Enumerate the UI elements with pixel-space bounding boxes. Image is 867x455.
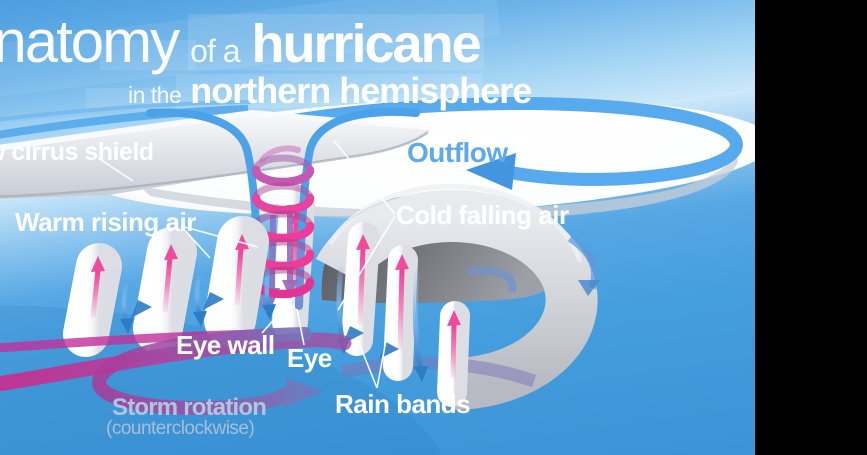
rain-bands-right — [336, 222, 470, 407]
label-rain-bands: Rain bands — [335, 389, 471, 419]
title-word-anatomy: anatomy — [0, 8, 180, 75]
label-eye: Eye — [287, 343, 332, 373]
title-word-hurricane: hurricane — [251, 14, 482, 74]
subtitle-northern-hemisphere: northern hemisphere — [190, 70, 532, 111]
label-outflow: Outflow — [407, 137, 508, 168]
storm-rotation-ribbon-right — [340, 356, 537, 388]
label-cirrus-shield: w cirrus shield — [0, 138, 154, 166]
subtitle-in-the: in the — [128, 82, 182, 108]
swirl-arrowhead — [466, 153, 516, 190]
label-storm-rotation: Storm rotation — [112, 394, 267, 421]
diagram-artwork — [0, 0, 755, 455]
label-warm-rising-air: Warm rising air — [15, 207, 196, 237]
rain-bands-left — [63, 216, 276, 357]
right-black-bar — [755, 0, 867, 455]
cirrus-shield-slab — [0, 110, 430, 199]
hurricane-diagram: anatomy of a hurricane in the northern h… — [0, 0, 755, 455]
rain-band-ring — [316, 183, 600, 410]
label-cold-falling-air: Cold falling air — [396, 200, 569, 230]
downdraft-arrows-left — [120, 269, 276, 334]
storm-rotation-ribbon — [0, 327, 352, 416]
title-word-of-a: of a — [190, 33, 240, 69]
label-eye-wall: Eye wall — [176, 330, 275, 360]
page-title: anatomy of a hurricane — [0, 8, 482, 75]
leader-lines — [97, 140, 396, 389]
label-storm-rotation-direction: (counterclockwise) — [106, 418, 255, 439]
outflow-swirl-left-arcs — [0, 100, 251, 139]
page-subtitle: in the northern hemisphere — [128, 70, 532, 111]
rotation-arrowhead — [284, 378, 323, 408]
